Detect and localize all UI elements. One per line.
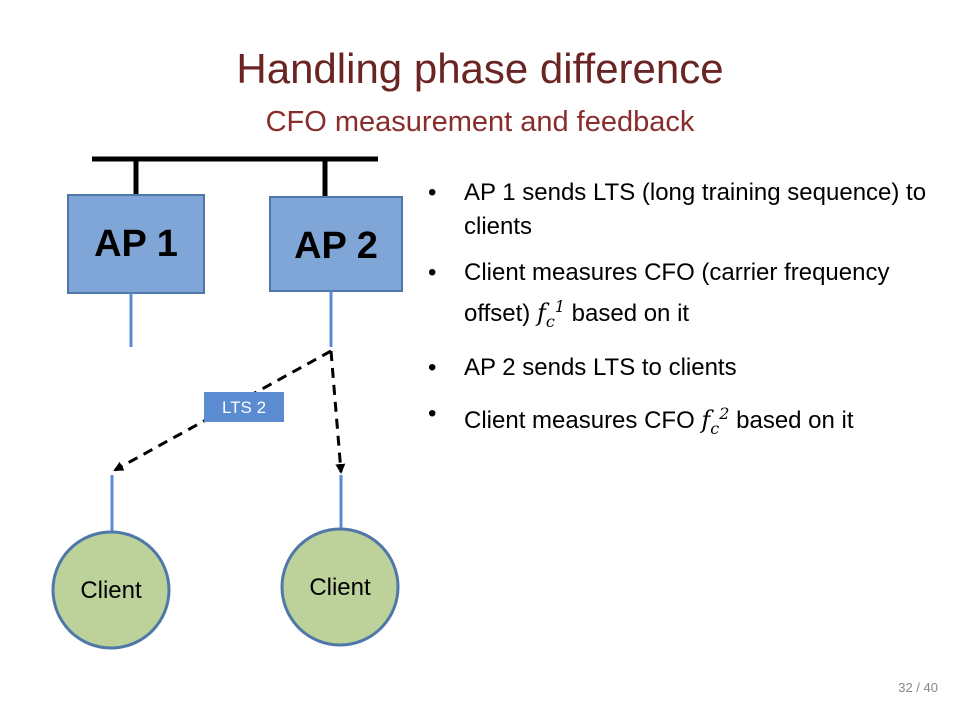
ap1-node: AP 1: [67, 194, 205, 294]
client2-label: Client: [309, 574, 371, 601]
bullet-text-pre: Client measures CFO (carrier frequency o…: [464, 259, 890, 327]
cfo-symbol-2: fc2: [701, 403, 730, 438]
slide-title: Handling phase difference: [236, 45, 724, 92]
ap2-label: AP 2: [294, 225, 378, 267]
client1-node: Client: [51, 530, 171, 650]
ap1-label: AP 1: [94, 223, 178, 265]
cfo-symbol-1: fc1: [536, 297, 565, 331]
bullet-item: • AP 2 sends LTS to clients: [424, 351, 944, 385]
slide-subtitle: CFO measurement and feedback: [265, 106, 695, 138]
bullet-dot-icon: •: [428, 179, 437, 206]
bullet-item: • Client measures CFO fc2 based on it: [424, 397, 944, 446]
ap2-node: AP 2: [269, 196, 403, 292]
lts-arrow-to-client2: [329, 350, 346, 474]
lts-2-label-box: LTS 2: [204, 392, 284, 422]
bullet-text-post: based on it: [729, 406, 854, 434]
client2-node: Client: [280, 527, 400, 647]
page-number: 32 / 40: [898, 680, 938, 695]
bullet-text-post: based on it: [564, 300, 690, 327]
bullet-dot-icon: •: [428, 399, 437, 427]
bullet-text-pre: Client measures CFO: [464, 406, 702, 434]
client1-label: Client: [80, 577, 142, 604]
bullet-text: AP 2 sends LTS to clients: [464, 353, 737, 381]
bullet-dot-icon: •: [428, 353, 437, 381]
bullet-list: • AP 1 sends LTS (long training sequence…: [424, 176, 944, 458]
bullet-item: • AP 1 sends LTS (long training sequence…: [424, 176, 944, 244]
bullet-text: AP 1 sends LTS (long training sequence) …: [464, 179, 927, 240]
lts-2-label: LTS 2: [222, 398, 266, 417]
bullet-item: • Client measures CFO (carrier frequency…: [424, 256, 944, 339]
bullet-dot-icon: •: [428, 259, 437, 286]
